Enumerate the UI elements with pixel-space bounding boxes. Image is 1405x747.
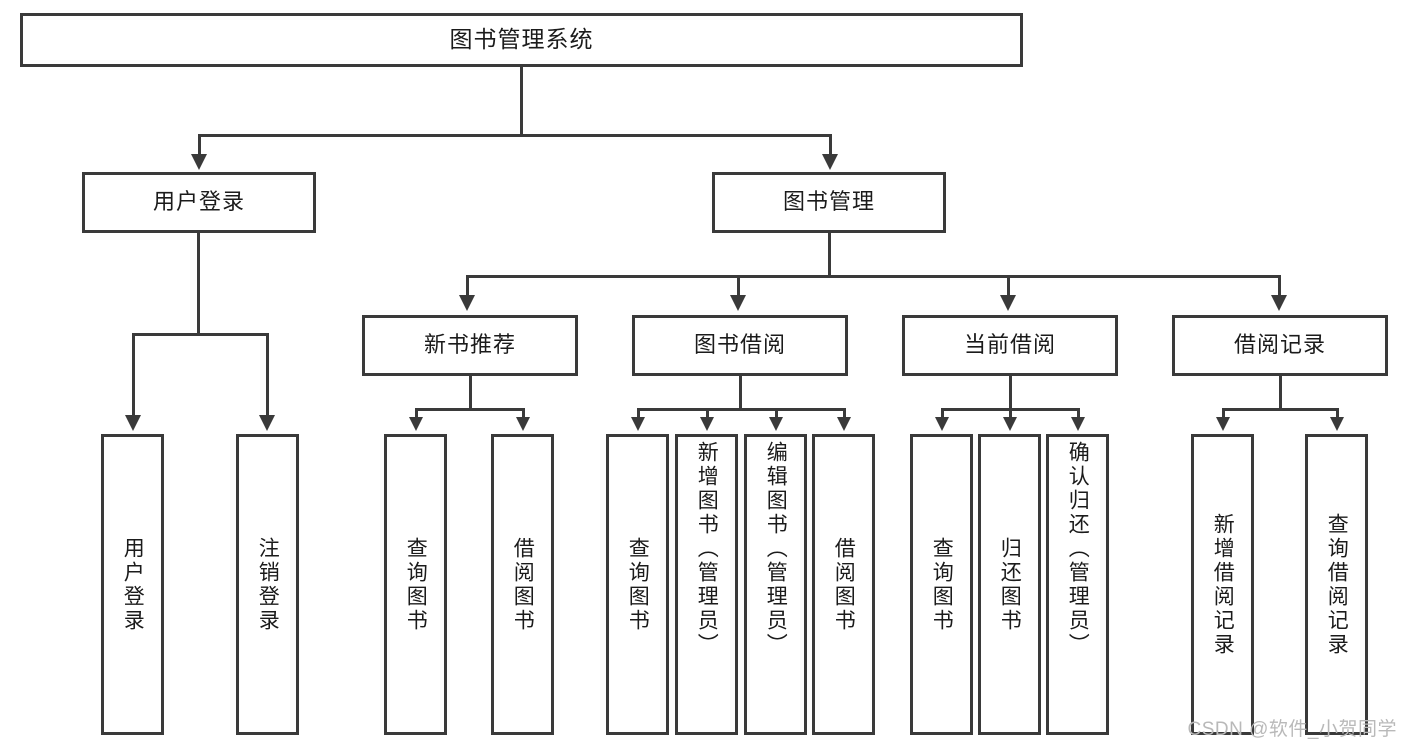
connector-new-book-bar (415, 408, 525, 411)
node-label: 借阅图书 (511, 536, 535, 633)
connector-drop-rec-query (1336, 408, 1339, 420)
leaf-bb-add-book[interactable]: 新增图书（管理员） (675, 434, 738, 735)
node-new-book-recommend[interactable]: 新书推荐 (362, 315, 578, 376)
arrow-to-book-borrow (730, 295, 746, 311)
connector-new-book-stem (469, 376, 472, 410)
arrow-to-bb-edit (769, 417, 783, 431)
arrow-to-cb-query (935, 417, 949, 431)
node-label: 查询图书 (626, 536, 650, 633)
leaf-bb-query-book[interactable]: 查询图书 (606, 434, 669, 735)
leaf-user-login[interactable]: 用户登录 (101, 434, 164, 735)
connector-root-bar (198, 134, 832, 137)
arrow-to-cb-confirm (1071, 417, 1085, 431)
connector-drop-new-book (466, 275, 469, 299)
arrow-to-cb-return (1003, 417, 1017, 431)
leaf-bb-edit-book[interactable]: 编辑图书（管理员） (744, 434, 807, 735)
node-book-borrow[interactable]: 图书借阅 (632, 315, 848, 376)
connector-drop-cb-confirm (1077, 408, 1080, 420)
leaf-cb-return-book[interactable]: 归还图书 (978, 434, 1041, 735)
connector-book-mgmt-bar (466, 275, 1278, 278)
node-label: 借阅记录 (1233, 332, 1326, 358)
node-label: 查询借阅记录 (1325, 512, 1349, 657)
connector-records-stem (1279, 376, 1282, 410)
node-label: 编辑图书（管理员） (764, 441, 788, 657)
connector-drop-bb-lend (843, 408, 846, 420)
node-label: 注销登录 (256, 536, 280, 633)
node-label: 借阅图书 (832, 536, 856, 633)
leaf-logout[interactable]: 注销登录 (236, 434, 299, 735)
node-label: 图书借阅 (693, 332, 786, 358)
connector-records-bar (1222, 408, 1339, 411)
node-label: 归还图书 (998, 536, 1022, 633)
connector-drop-cb-query (941, 408, 944, 420)
connector-drop-bb-query (637, 408, 640, 420)
arrow-to-nb-borrow (516, 417, 530, 431)
arrow-to-current-borrow (1000, 295, 1016, 311)
arrow-to-rec-add (1216, 417, 1230, 431)
connector-book-mgmt-stem (828, 233, 831, 278)
arrow-to-bb-query (631, 417, 645, 431)
leaf-nb-query-book[interactable]: 查询图书 (384, 434, 447, 735)
node-borrow-records[interactable]: 借阅记录 (1172, 315, 1388, 376)
connector-drop-user-login (198, 134, 201, 158)
node-label: 用户登录 (121, 536, 145, 633)
csdn-watermark: CSDN @软件_小贺同学 (1187, 719, 1397, 740)
arrow-to-bb-lend (837, 417, 851, 431)
node-current-borrow[interactable]: 当前借阅 (902, 315, 1118, 376)
node-book-management[interactable]: 图书管理 (712, 172, 946, 233)
arrow-to-leaf-logout (259, 415, 275, 431)
node-label: 新书推荐 (423, 332, 516, 358)
connector-current-borrow-stem (1009, 376, 1012, 410)
connector-user-login-stem (197, 233, 200, 335)
leaf-nb-borrow-book[interactable]: 借阅图书 (491, 434, 554, 735)
leaf-cb-query-book[interactable]: 查询图书 (910, 434, 973, 735)
node-label: 查询图书 (930, 536, 954, 633)
node-user-login[interactable]: 用户登录 (82, 172, 316, 233)
connector-drop-nb-borrow (522, 408, 525, 420)
arrow-to-bb-add (700, 417, 714, 431)
connector-user-login-bar (132, 333, 269, 336)
arrow-to-rec-query (1330, 417, 1344, 431)
arrow-to-nb-query (409, 417, 423, 431)
arrow-to-user-login (191, 154, 207, 170)
connector-drop-book-borrow (737, 275, 740, 299)
connector-drop-bb-edit (775, 408, 778, 420)
leaf-rec-query-record[interactable]: 查询借阅记录 (1305, 434, 1368, 735)
connector-drop-book-mgmt (829, 134, 832, 158)
node-label: 用户登录 (152, 189, 245, 215)
connector-drop-borrow-records (1278, 275, 1281, 299)
node-label: 确认归还（管理员） (1066, 441, 1090, 657)
connector-book-borrow-bar (637, 408, 845, 411)
node-root-system[interactable]: 图书管理系统 (20, 13, 1023, 67)
connector-book-borrow-stem (739, 376, 742, 410)
connector-drop-current-borrow (1007, 275, 1010, 299)
connector-drop-leaf-logout (266, 333, 269, 419)
leaf-cb-confirm-return[interactable]: 确认归还（管理员） (1046, 434, 1109, 735)
connector-root-stem (520, 67, 523, 136)
node-label: 图书管理 (782, 189, 875, 215)
node-label: 图书管理系统 (449, 26, 594, 53)
connector-drop-nb-query (415, 408, 418, 420)
node-label: 新增图书（管理员） (695, 441, 719, 657)
node-label: 查询图书 (404, 536, 428, 633)
leaf-rec-add-record[interactable]: 新增借阅记录 (1191, 434, 1254, 735)
arrow-to-book-mgmt (822, 154, 838, 170)
connector-drop-cb-return (1009, 408, 1012, 420)
leaf-bb-lend-book[interactable]: 借阅图书 (812, 434, 875, 735)
connector-drop-bb-add (706, 408, 709, 420)
arrow-to-leaf-user-login (125, 415, 141, 431)
arrow-to-borrow-records (1271, 295, 1287, 311)
node-label: 当前借阅 (963, 332, 1056, 358)
connector-drop-rec-add (1222, 408, 1225, 420)
arrow-to-new-book (459, 295, 475, 311)
connector-drop-leaf-user-login (132, 333, 135, 419)
node-label: 新增借阅记录 (1211, 512, 1235, 657)
